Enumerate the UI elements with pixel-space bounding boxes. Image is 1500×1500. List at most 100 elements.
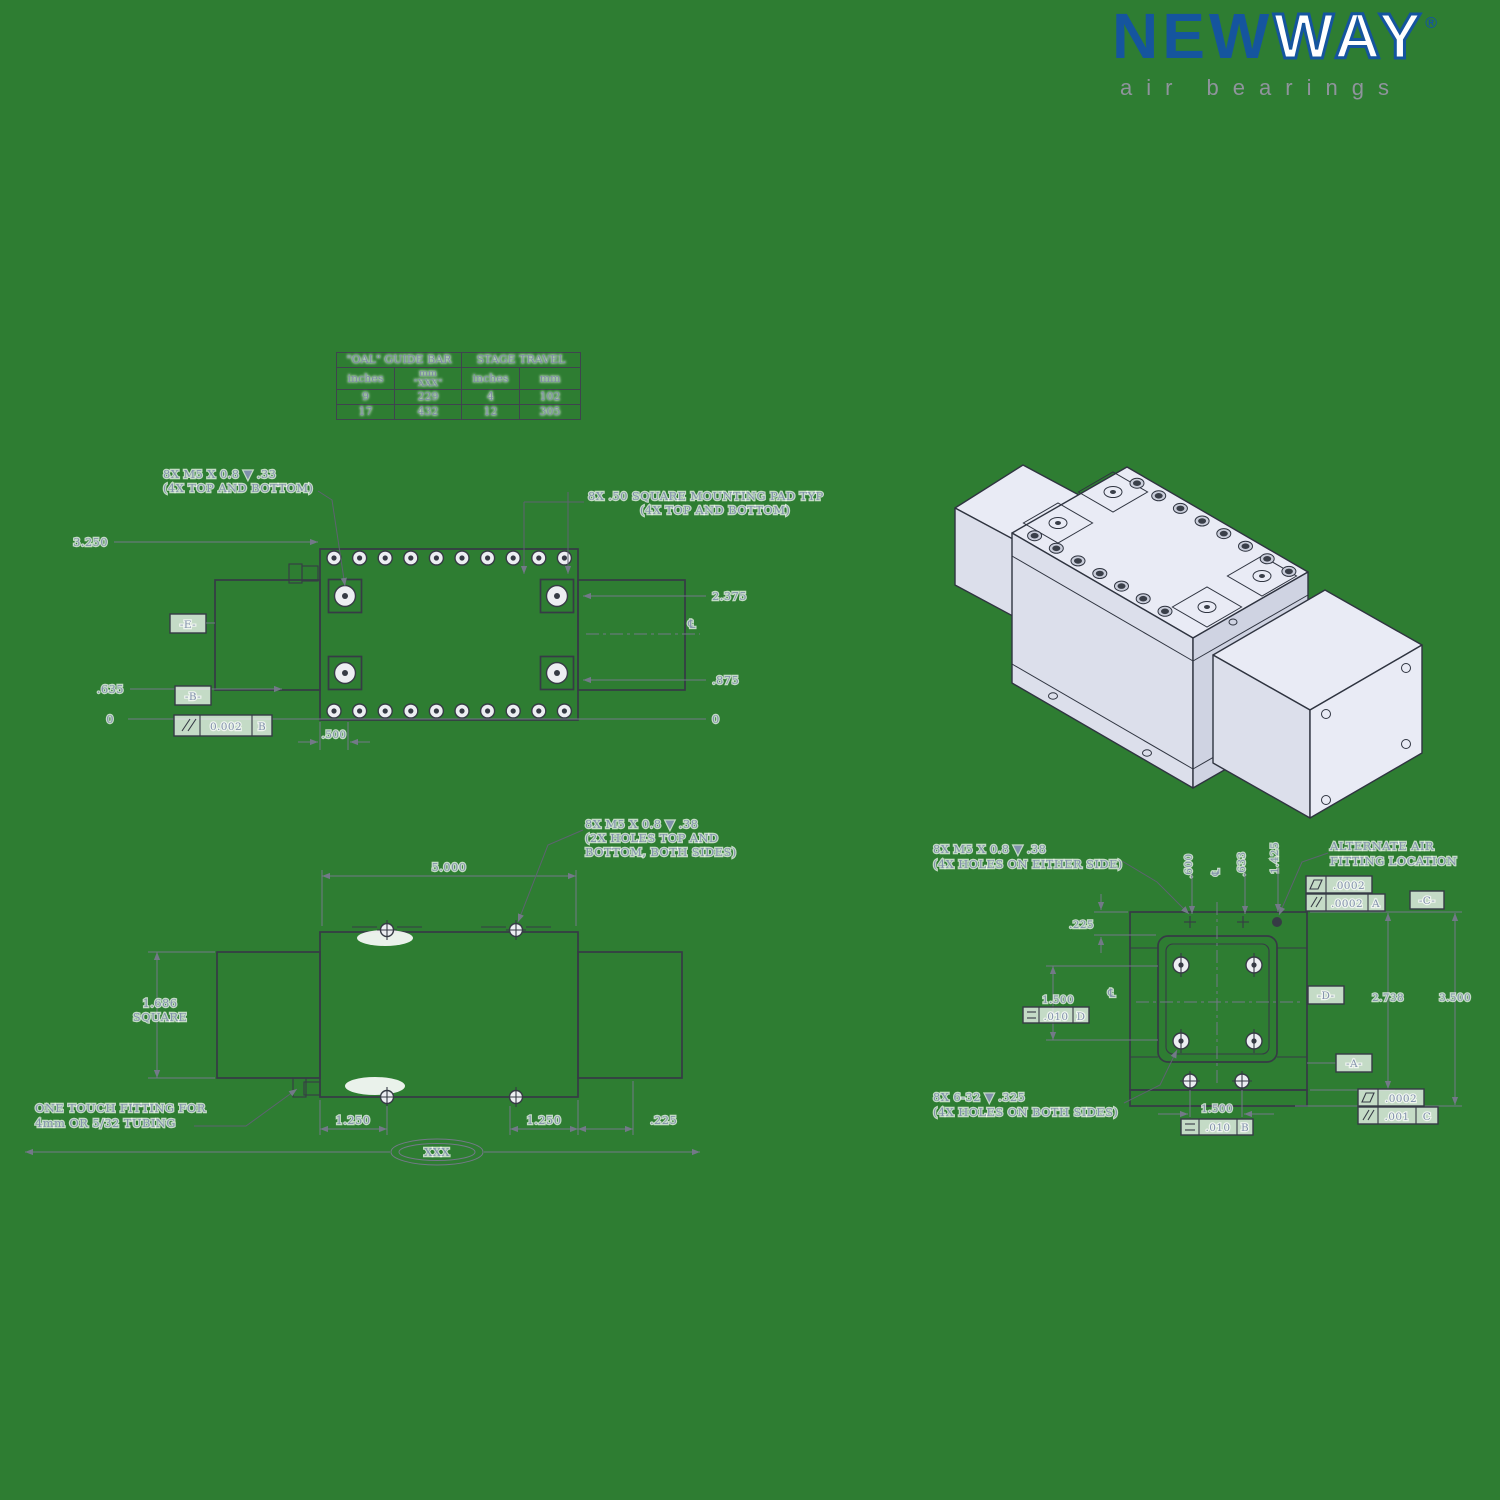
dim-square-line1: 1.686: [143, 996, 178, 1010]
bolt-row-top: [326, 550, 573, 566]
datum-box-b: [174, 685, 212, 706]
fcf-tolerance: 0.002: [210, 721, 242, 733]
subheader-inches-1: inches: [336, 366, 395, 391]
top-plate-hole-marks: [1184, 916, 1282, 928]
bolt-row-bottom: [326, 703, 573, 719]
newway-logo: NEWWAY® air bearings: [1112, 3, 1437, 101]
iso-edge-bolts: [1027, 477, 1297, 617]
callout-m5-line1: 8X M5 X 0.8 ▼ .33: [163, 467, 276, 481]
end-view: 8X M5 X 0.8 ▼ .38 (4X HOLES ON EITHER SI…: [932, 838, 1472, 1136]
dim-1500-left: 1.500: [1042, 994, 1074, 1006]
fcf-datum: A: [1371, 898, 1380, 910]
iso-mounting-pads: [1022, 471, 1298, 628]
callout-pads-line1: 8X .50 SQUARE MOUNTING PAD TYP: [588, 489, 824, 503]
flatness-symbol: [1361, 1092, 1375, 1103]
dim-635: .635: [97, 682, 124, 696]
subheader-mm-xxx: mm"XXX": [394, 366, 462, 391]
callout-m5-line3: BOTTOM, BOTH SIDES): [585, 845, 737, 859]
one-touch-fitting: [292, 1077, 307, 1098]
dim-2375: 2.375: [712, 589, 747, 603]
alt-air-line1: ALTERNATE AIR: [1329, 839, 1434, 853]
fitting-callout-line2: 4mm OR 5/32 TUBING: [35, 1116, 176, 1130]
fcf-datum: C: [1423, 1111, 1431, 1123]
guide-bar-travel-table: "OAL" GUIDE BAR STAGE TRAVEL inches mm"X…: [336, 352, 581, 420]
subheader-mm-2: mm: [519, 366, 581, 391]
air-fitting: [301, 565, 319, 582]
guide-bar-left: [214, 579, 321, 691]
top-view: 3.250 .635 0 0 2.375 ℄ .875 .500 -E- -B-: [72, 466, 825, 750]
centerline-symbol: ℄: [687, 617, 696, 631]
datum-box-c: [1409, 890, 1445, 910]
datum-c-label: -C-: [1419, 895, 1435, 907]
centerline-top: ℄: [1210, 868, 1222, 876]
alternate-air-port: [1272, 917, 1282, 927]
newway-wordmark: NEWWAY®: [1112, 3, 1437, 70]
fcf-datum: B: [1241, 1122, 1249, 1134]
top-screws: [352, 920, 551, 940]
callout-pads-line2: (4X TOP AND BOTTOM): [640, 503, 790, 517]
parallelism-symbol: [1362, 1109, 1370, 1121]
carriage-outline: [319, 548, 579, 721]
end-view-dimensions: 8X M5 X 0.8 ▼ .38 (4X HOLES ON EITHER SI…: [932, 838, 1472, 1136]
side-view: 5.000 1.686 SQUARE 8X M5 X 0.8 ▼ .38 (2X…: [25, 816, 737, 1166]
fcf-parallelism-top: .0002 A: [1305, 893, 1386, 912]
bar-bolts: [1172, 953, 1263, 1053]
cell: 102: [519, 389, 581, 406]
guide-bar-right: [577, 951, 683, 1079]
callout-m5-line2: (2X HOLES TOP AND: [585, 831, 719, 845]
callout-m5-line2: (4X TOP AND BOTTOM): [163, 481, 313, 495]
callout-632-line1: 8X 6-32 ▼ .325: [933, 1090, 1025, 1104]
dim-1425: 1.425: [1269, 842, 1281, 874]
centerline-left: ℄: [1107, 986, 1116, 1000]
datum-a-label: -A-: [1346, 1058, 1362, 1070]
bottom-screws: [377, 1087, 526, 1107]
dim-225: .225: [650, 1113, 677, 1127]
dim-633: .633: [1236, 852, 1248, 877]
logo-word-way: WAY: [1272, 0, 1426, 72]
fcf-symmetry-bottom: .010 B: [1180, 1118, 1254, 1136]
fcf-tolerance: .010: [1044, 1011, 1069, 1023]
cell: 12: [461, 404, 520, 420]
cell: 4: [461, 389, 520, 406]
parallelism-symbol: [181, 718, 191, 732]
dim-600: .600: [1183, 854, 1195, 879]
datum-d-label: -D-: [1318, 990, 1335, 1002]
dim-1500-bottom: 1.500: [1201, 1103, 1233, 1115]
cell: 229: [394, 389, 462, 406]
dim-1250-a: 1.250: [336, 1113, 371, 1127]
fcf-flatness-bottom: .0002: [1357, 1088, 1425, 1107]
dim-0-left: 0: [106, 712, 114, 726]
dim-2738: 2.738: [1372, 992, 1404, 1004]
dim-1250-b: 1.250: [527, 1113, 562, 1127]
header-guide-bar: "OAL" GUIDE BAR: [336, 352, 462, 368]
dim-0-right: 0: [712, 712, 720, 726]
bottom-strip: [1129, 1089, 1308, 1107]
isometric-view: [954, 464, 1423, 819]
dim-3500: 3.500: [1439, 992, 1471, 1004]
fcf-parallelism: 0.002 B: [173, 714, 273, 737]
callout-m5-line1: 8X M5 X 0.8 ▼ .38: [933, 842, 1046, 856]
dim-500: .500: [322, 729, 347, 741]
fcf-tolerance: .0002: [1331, 898, 1363, 910]
fcf-parallelism-bottom: .001 C: [1357, 1106, 1439, 1125]
logo-tagline: air bearings: [1120, 75, 1403, 100]
dim-225: .225: [1069, 919, 1094, 931]
dim-5000: 5.000: [432, 860, 467, 874]
top-view-dimensions: 3.250 .635 0 0 2.375 ℄ .875 .500 -E- -B-: [72, 466, 825, 750]
table-header-row: "OAL" GUIDE BAR STAGE TRAVEL: [336, 352, 581, 368]
dim-875: .875: [712, 673, 739, 687]
mounting-pads: [327, 578, 575, 691]
table-row: 17 432 12 305: [336, 404, 581, 420]
side-view-dimensions: 5.000 1.686 SQUARE 8X M5 X 0.8 ▼ .38 (2X…: [25, 816, 737, 1166]
datum-box-a: [1335, 1053, 1373, 1073]
fcf-tolerance: .010: [1206, 1122, 1231, 1134]
callout-632-line2: (4X HOLES ON BOTH SIDES): [933, 1105, 1118, 1119]
fcf-datum: D: [1077, 1011, 1086, 1023]
bottom-screws: [1180, 1071, 1252, 1091]
fcf-datum: B: [258, 721, 266, 733]
one-touch-fitting: [303, 1081, 321, 1096]
cell: 9: [336, 389, 395, 406]
iso-guide-bar-right: [1212, 589, 1423, 819]
cell: 305: [519, 404, 581, 420]
